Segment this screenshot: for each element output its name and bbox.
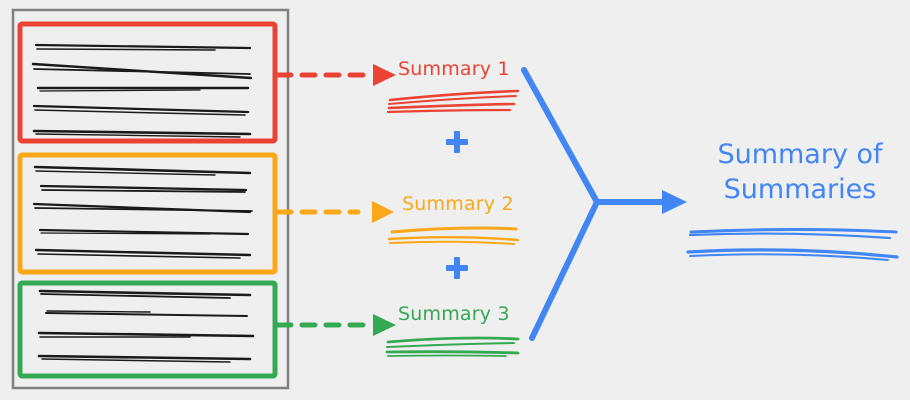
final-scribble — [686, 228, 899, 261]
arrow-chunk-1-head — [373, 64, 396, 86]
chunk-3-box[interactable] — [17, 280, 278, 379]
chunk-1-box[interactable] — [17, 21, 278, 144]
arrow-chunk-3 — [275, 314, 396, 336]
chunk-2-box[interactable] — [17, 152, 278, 275]
plus-2-icon — [446, 257, 468, 279]
summary-1-scribble — [386, 89, 520, 114]
merge-arrow-head — [662, 190, 687, 214]
summary-3-label: Summary 3 — [398, 303, 510, 325]
chunk-1-group[interactable] — [17, 21, 278, 144]
arrow-chunk-1 — [275, 64, 396, 86]
chunk-3-text-lines — [37, 289, 255, 363]
final-output-title-line-1: Summary of — [717, 139, 883, 170]
final-output-title: Summary of Summaries — [700, 138, 900, 207]
summary-2-label: Summary 2 — [402, 193, 514, 215]
arrow-chunk-2 — [275, 201, 394, 223]
merge-arrow-branch-top — [521, 67, 600, 205]
arrow-chunk-2-head — [372, 201, 394, 223]
document-container — [11, 8, 290, 390]
chunk-3-group[interactable] — [17, 280, 278, 379]
document-outline — [11, 8, 290, 390]
summary-2-scribble — [387, 226, 520, 245]
summary-1-label: Summary 1 — [398, 58, 510, 80]
chunk-2-text-lines — [32, 165, 253, 259]
chunk-2-group[interactable] — [17, 152, 278, 275]
summary-3-scribble — [385, 336, 520, 357]
final-output-title-line-2: Summaries — [723, 173, 877, 205]
arrow-chunk-3-head — [373, 314, 396, 336]
chunk-1-text-lines — [31, 43, 253, 138]
merge-arrow-branch-bottom — [529, 199, 600, 341]
plus-1-icon — [446, 131, 468, 153]
merge-arrow — [521, 67, 687, 341]
